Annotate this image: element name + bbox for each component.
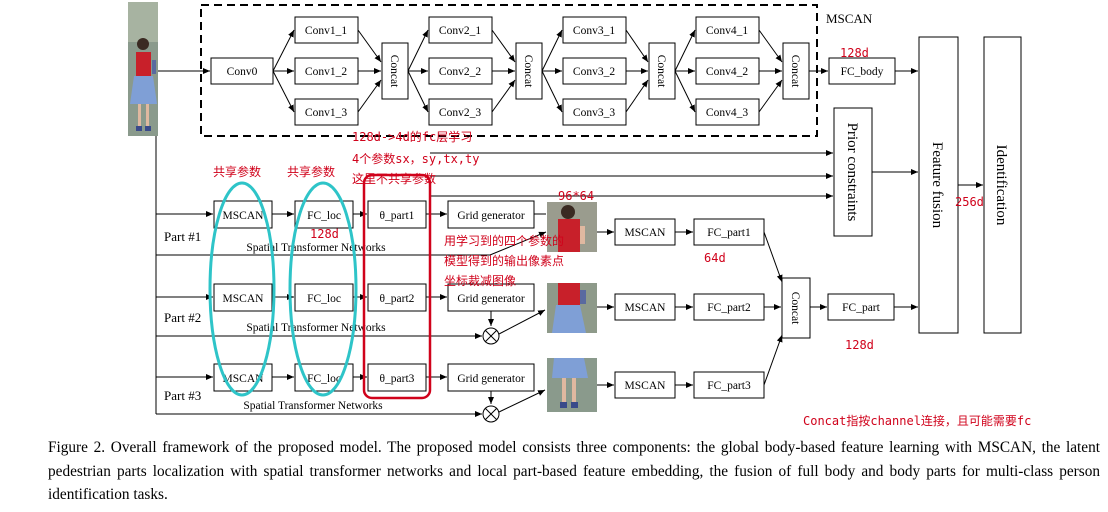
annotation-shared-1: 共享参数 xyxy=(213,164,261,179)
part1-embedding: MSCAN FC_part1 xyxy=(597,218,765,246)
stn-label: Spatial Transformer Networks xyxy=(243,400,383,412)
conv-label: Conv4_2 xyxy=(706,66,748,78)
conv0-label: Conv0 xyxy=(227,66,258,78)
annotation-128d-body: 128d xyxy=(840,46,869,60)
fc-body-label: FC_body xyxy=(841,66,884,78)
grid-generator-label: Grid generator xyxy=(457,373,525,385)
conv-stage-3: Conv3_1 Conv3_2 Conv3_3 xyxy=(562,16,627,126)
annotation-grid-note: 模型得到的输出像素点 xyxy=(444,253,564,268)
conv-label: Conv4_1 xyxy=(706,25,748,37)
prior-constraints-box: Prior constraints xyxy=(833,107,873,237)
conv-label: Conv1_1 xyxy=(305,25,347,37)
identification-box: Identification xyxy=(983,36,1022,334)
annotation-fc-note: 4个参数sx，sy,tx,ty xyxy=(352,151,479,166)
mscan-label: MSCAN xyxy=(223,210,265,222)
input-person-image xyxy=(128,2,158,136)
part-label: Part #2 xyxy=(164,310,201,325)
fc-part-box: FC_part xyxy=(827,293,895,321)
concat-1: Concat xyxy=(381,42,409,100)
theta-label: θ_part2 xyxy=(380,293,415,305)
feature-fusion-label: Feature fusion xyxy=(929,142,945,229)
theta-highlight-box xyxy=(362,173,432,400)
prior-constraints-label: Prior constraints xyxy=(844,123,860,222)
conv0-box: Conv0 xyxy=(210,57,274,85)
part2-embedding: MSCAN FC_part2 xyxy=(597,293,765,321)
shared-params-ellipse-fcloc xyxy=(288,181,358,397)
fc-part-label: FC_part1 xyxy=(707,227,751,239)
conv-label: Conv2_2 xyxy=(439,66,481,78)
concat-4: Concat xyxy=(782,42,810,100)
concat-label: Concat xyxy=(388,55,400,88)
feature-fusion-box: Feature fusion xyxy=(918,36,959,334)
part-label: Part #1 xyxy=(164,229,201,244)
annotation-128d-part: 128d xyxy=(845,338,874,352)
stn-label: Spatial Transformer Networks xyxy=(246,322,386,334)
mscan-label: MSCAN xyxy=(625,380,667,392)
mscan-label: MSCAN xyxy=(223,293,265,305)
part-label: Part #3 xyxy=(164,388,201,403)
annotation-64d: 64d xyxy=(704,251,726,265)
annotation-128d-loc: 128d xyxy=(310,227,339,241)
conv-label: Conv2_1 xyxy=(439,25,481,37)
mscan-label: MSCAN xyxy=(625,227,667,239)
concat-parts: Concat xyxy=(781,277,811,339)
annotation-grid-note: 用学习到的四个参数的 xyxy=(444,233,564,248)
theta-label: θ_part1 xyxy=(380,210,415,222)
caption-text: Figure 2. Overall framework of the propo… xyxy=(48,439,1100,503)
part1-crop-image xyxy=(547,202,597,252)
conv-label: Conv3_2 xyxy=(573,66,615,78)
annotation-fc-note: 这里不共享参数 xyxy=(352,171,436,186)
theta-label: θ_part3 xyxy=(380,373,415,385)
conv-stage-1: Conv1_1 Conv1_2 Conv1_3 xyxy=(294,16,359,126)
stn-label: Spatial Transformer Networks xyxy=(246,242,386,254)
annotation-grid-note: 坐标裁减图像 xyxy=(444,274,516,288)
annotation-crop-size: 96*64 xyxy=(558,189,594,203)
annotation-256d: 256d xyxy=(955,195,984,209)
fc-loc-label: FC_loc xyxy=(307,210,341,222)
fc-part-label: FC_part2 xyxy=(707,302,751,314)
part-row-3: Part #3 MSCAN FC_loc θ_part3 Grid genera… xyxy=(156,363,546,423)
concat-3: Concat xyxy=(648,42,676,100)
part-row-2: Part #2 MSCAN FC_loc θ_part2 Grid genera… xyxy=(156,283,546,345)
concat-2: Concat xyxy=(515,42,543,100)
part3-embedding: MSCAN FC_part3 xyxy=(597,371,765,399)
conv-label: Conv3_3 xyxy=(573,107,615,119)
annotation-fc-note: 128d->4d的fc层学习 xyxy=(352,129,472,144)
conv-label: Conv1_2 xyxy=(305,66,347,78)
concat-label: Concat xyxy=(655,55,667,88)
fc-loc-label: FC_loc xyxy=(307,293,341,305)
annotation-shared-2: 共享参数 xyxy=(287,164,335,179)
mscan-label: MSCAN xyxy=(625,302,667,314)
fc-body-box: FC_body xyxy=(828,57,896,85)
identification-label: Identification xyxy=(993,145,1009,226)
part3-crop-image xyxy=(547,358,597,412)
annotation-concat-note: Concat指按channel连接，且可能需要fc xyxy=(803,413,1031,428)
grid-generator-label: Grid generator xyxy=(457,293,525,305)
fc-part-combined-label: FC_part xyxy=(842,302,881,314)
conv-label: Conv3_1 xyxy=(573,25,615,37)
part2-crop-image xyxy=(547,283,597,333)
concat-label: Concat xyxy=(789,55,801,88)
figure-caption: Figure 2. Overall framework of the propo… xyxy=(48,436,1100,507)
fc-loc-label: FC_loc xyxy=(307,373,341,385)
fc-part-label: FC_part3 xyxy=(707,380,751,392)
conv-stage-2: Conv2_1 Conv2_2 Conv2_3 xyxy=(428,16,493,126)
mscan-label: MSCAN xyxy=(223,373,265,385)
concat-label: Concat xyxy=(789,292,801,325)
concat-label: Concat xyxy=(522,55,534,88)
shared-params-ellipse-mscan xyxy=(208,181,276,397)
conv-label: Conv1_3 xyxy=(305,107,347,119)
grid-generator-label: Grid generator xyxy=(457,210,525,222)
conv-label: Conv4_3 xyxy=(706,107,748,119)
conv-stage-4: Conv4_1 Conv4_2 Conv4_3 xyxy=(695,16,760,126)
mscan-title: MSCAN xyxy=(826,11,873,26)
part-row-1: Part #1 MSCAN FC_loc θ_part1 Grid genera… xyxy=(156,200,535,256)
conv-label: Conv2_3 xyxy=(439,107,481,119)
